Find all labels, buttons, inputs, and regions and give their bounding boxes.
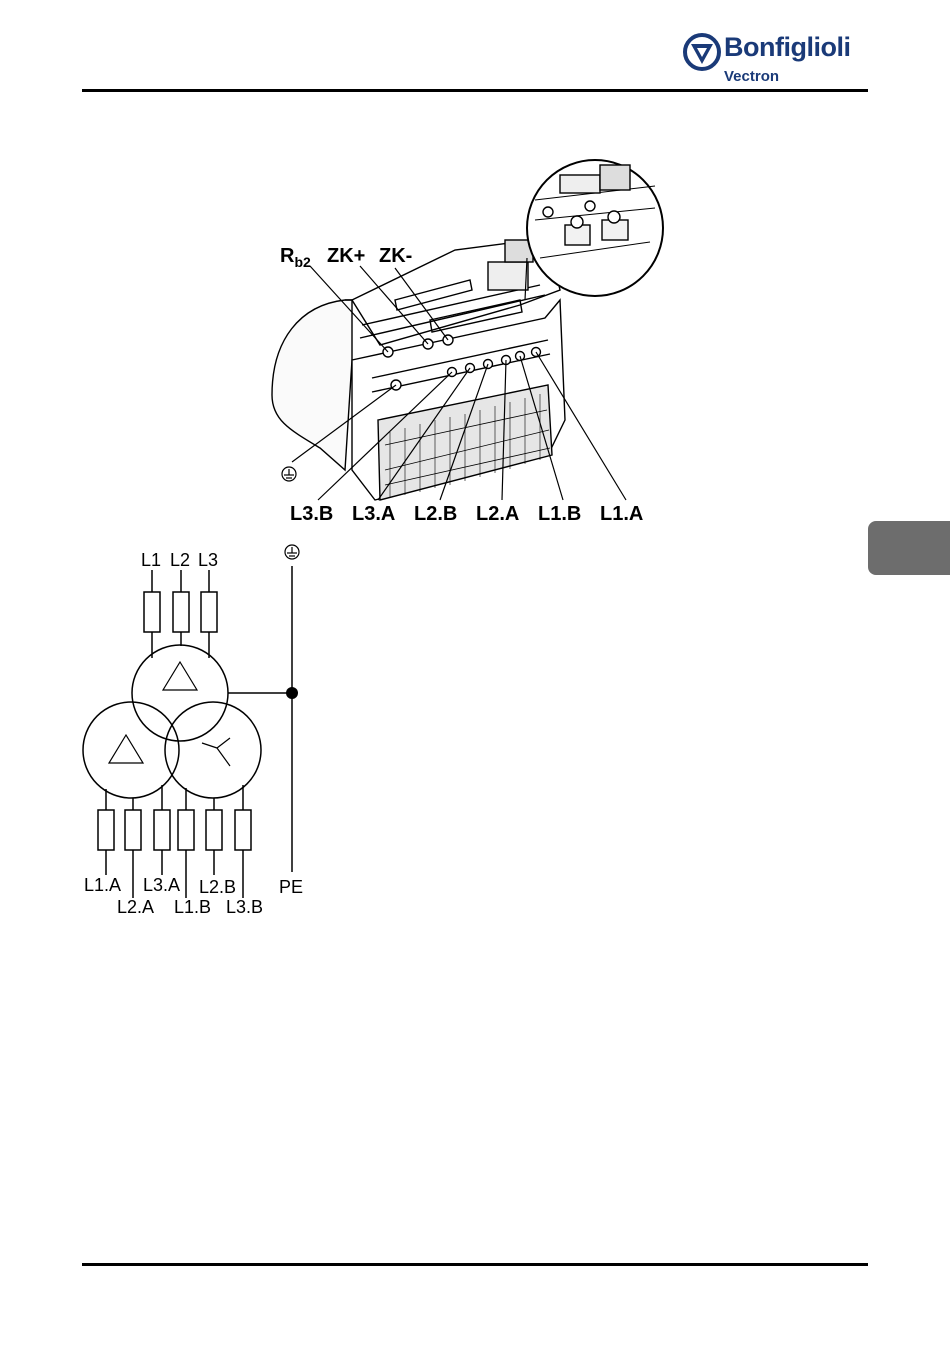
label-pe: PE — [279, 877, 303, 897]
label-l3b-photo: L3.B — [290, 503, 333, 525]
label-zk-plus: ZK+ — [327, 245, 365, 267]
label-l3a-output: L3.A — [143, 875, 180, 895]
label-rb2: Rb2 — [280, 245, 311, 270]
label-l3-input: L3 — [198, 550, 218, 570]
label-l2a-photo: L2.A — [476, 503, 519, 525]
label-l2-input: L2 — [170, 550, 190, 570]
label-l2a-output: L2.A — [117, 897, 154, 917]
label-zk-minus: ZK- — [379, 245, 412, 267]
label-l2b-photo: L2.B — [414, 503, 457, 525]
label-l2b-output: L2.B — [199, 877, 236, 897]
label-l3b-output: L3.B — [226, 897, 263, 917]
label-l1b-photo: L1.B — [538, 503, 581, 525]
label-l1a-output: L1.A — [84, 875, 121, 895]
label-l1-input: L1 — [141, 550, 161, 570]
label-l1b-output: L1.B — [174, 897, 211, 917]
footer-rule — [82, 1263, 868, 1266]
inverter-device-illustration — [272, 238, 565, 500]
pe-ground-symbol-schematic — [285, 545, 299, 559]
transformer-schematic — [83, 566, 292, 898]
pe-junction-dot — [286, 687, 298, 699]
label-l1a-photo: L1.A — [600, 503, 643, 525]
pe-ground-symbol-device — [282, 467, 296, 481]
label-l3a-photo: L3.A — [352, 503, 395, 525]
